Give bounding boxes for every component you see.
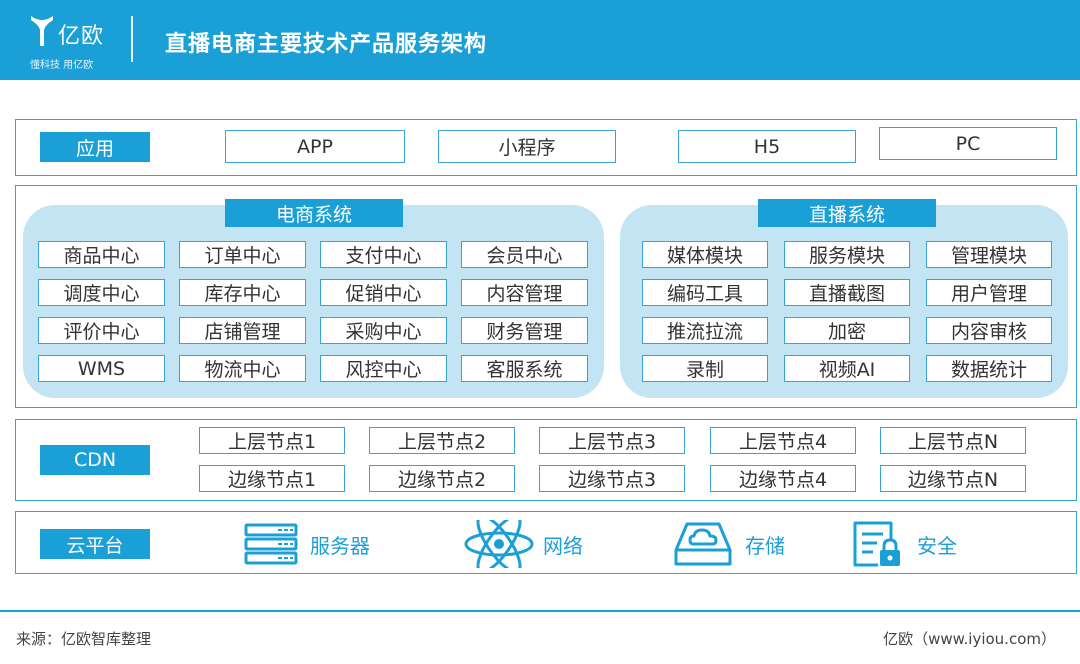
ecommerce-item: 客服系统 — [461, 355, 588, 382]
live-grid: 媒体模块服务模块管理模块编码工具直播截图用户管理推流拉流加密内容审核录制视频AI… — [642, 241, 1052, 382]
live-item: 管理模块 — [926, 241, 1052, 268]
live-item: 用户管理 — [926, 279, 1052, 306]
cdn-upper-node: 上层节点N — [880, 427, 1026, 454]
cloud-row-label: 云平台 — [40, 529, 150, 559]
header-divider — [131, 16, 133, 62]
live-item: 媒体模块 — [642, 241, 768, 268]
footer-credit: 亿欧（www.iyiou.com） — [883, 630, 1056, 648]
footer-source: 来源：亿欧智库整理 — [16, 630, 152, 648]
header-bar: 亿欧 懂科技 用亿欧 直播电商主要技术产品服务架构 — [0, 0, 1080, 80]
ecommerce-item: 支付中心 — [320, 241, 447, 268]
cdn-upper-node: 上层节点2 — [369, 427, 515, 454]
ecommerce-item: 店铺管理 — [179, 317, 306, 344]
live-item: 直播截图 — [784, 279, 910, 306]
live-item: 视频AI — [784, 355, 910, 382]
live-item: 录制 — [642, 355, 768, 382]
live-item: 推流拉流 — [642, 317, 768, 344]
cdn-edge-node: 边缘节点N — [880, 465, 1026, 492]
ecommerce-item: WMS — [38, 355, 165, 382]
app-item-h5: H5 — [678, 130, 856, 163]
cdn-row-label: CDN — [40, 445, 150, 475]
ecommerce-item: 调度中心 — [38, 279, 165, 306]
live-item: 加密 — [784, 317, 910, 344]
app-item-app: APP — [225, 130, 405, 163]
page-title: 直播电商主要技术产品服务架构 — [165, 32, 488, 57]
document-lock-icon — [853, 521, 900, 567]
logo: 亿欧 懂科技 用亿欧 — [28, 12, 118, 71]
footer-divider — [0, 610, 1080, 612]
live-item: 数据统计 — [926, 355, 1052, 382]
live-title: 直播系统 — [758, 199, 936, 227]
cdn-edge-node: 边缘节点2 — [369, 465, 515, 492]
server-icon — [244, 523, 298, 565]
cloud-storage-icon — [674, 522, 732, 566]
ecommerce-item: 商品中心 — [38, 241, 165, 268]
ecommerce-grid: 商品中心订单中心支付中心会员中心调度中心库存中心促销中心内容管理评价中心店铺管理… — [38, 241, 588, 382]
cloud-item-server: 服务器 — [244, 523, 370, 565]
cloud-item-security: 安全 — [851, 519, 957, 569]
ecommerce-item: 库存中心 — [179, 279, 306, 306]
ecommerce-item: 物流中心 — [179, 355, 306, 382]
ecommerce-item: 促销中心 — [320, 279, 447, 306]
app-row-label: 应用 — [40, 132, 150, 162]
cdn-upper-node: 上层节点1 — [199, 427, 345, 454]
logo-name: 亿欧 — [58, 24, 105, 49]
cdn-edge-node: 边缘节点3 — [539, 465, 685, 492]
app-item-miniprogram: 小程序 — [438, 130, 616, 163]
cloud-item-security-label: 安全 — [917, 533, 957, 558]
ecommerce-item: 采购中心 — [320, 317, 447, 344]
cloud-item-network: 网络 — [463, 520, 583, 568]
cdn-upper-node: 上层节点3 — [539, 427, 685, 454]
ecommerce-item: 风控中心 — [320, 355, 447, 382]
cdn-edge-node: 边缘节点4 — [710, 465, 856, 492]
ecommerce-title: 电商系统 — [225, 199, 403, 227]
ecommerce-item: 财务管理 — [461, 317, 588, 344]
cdn-upper-node: 上层节点4 — [710, 427, 856, 454]
cloud-item-server-label: 服务器 — [310, 533, 370, 558]
live-item: 编码工具 — [642, 279, 768, 306]
ecommerce-item: 会员中心 — [461, 241, 588, 268]
ecommerce-item: 内容管理 — [461, 279, 588, 306]
app-item-pc: PC — [879, 127, 1057, 160]
live-item: 服务模块 — [784, 241, 910, 268]
cloud-item-storage: 存储 — [673, 520, 785, 568]
ecommerce-item: 订单中心 — [179, 241, 306, 268]
cdn-edge-node: 边缘节点1 — [199, 465, 345, 492]
cloud-item-network-label: 网络 — [543, 533, 583, 558]
live-item: 内容审核 — [926, 317, 1052, 344]
atom-network-icon — [464, 520, 534, 568]
cloud-item-storage-label: 存储 — [745, 533, 785, 558]
logo-slogan: 懂科技 用亿欧 — [30, 60, 94, 71]
ecommerce-item: 评价中心 — [38, 317, 165, 344]
logo-icon — [31, 16, 53, 46]
